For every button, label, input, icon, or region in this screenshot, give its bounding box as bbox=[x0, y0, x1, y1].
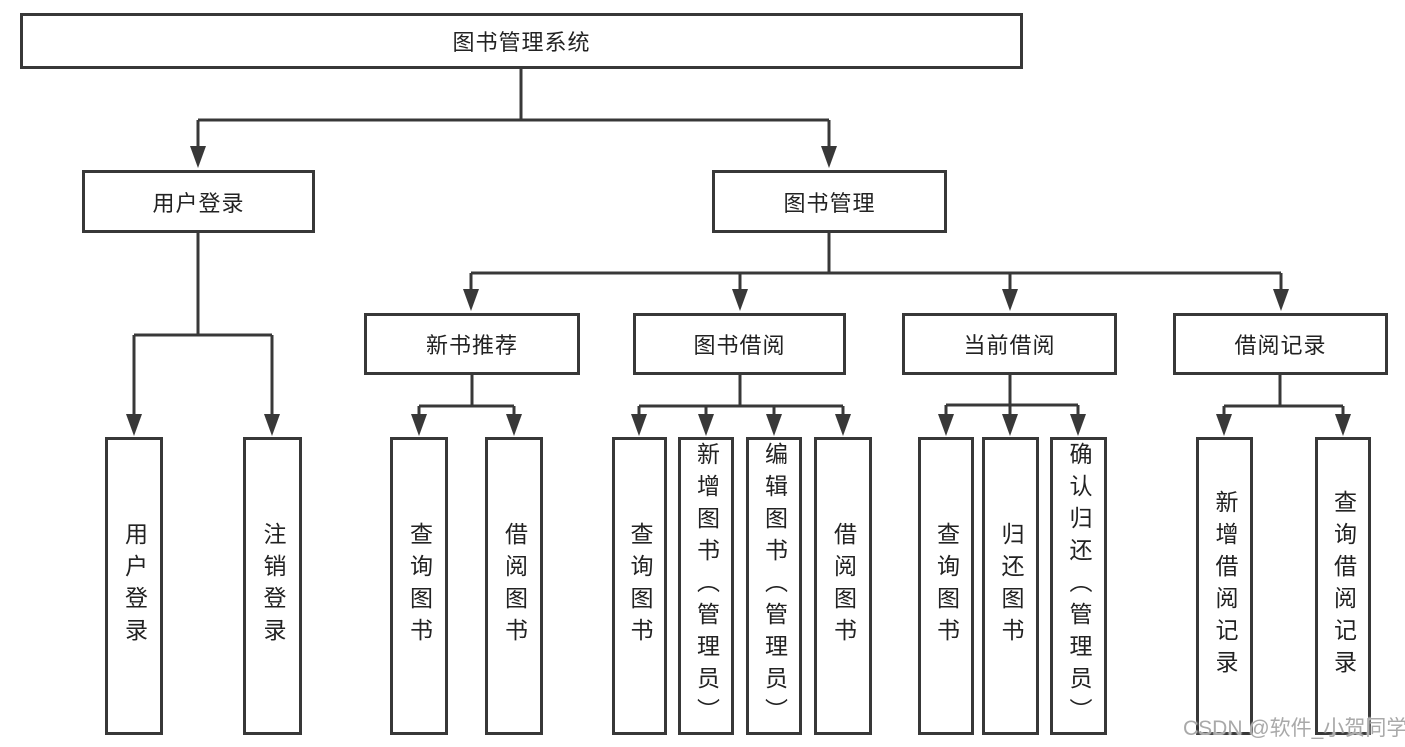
leaf-return-book: 归还图书 bbox=[982, 437, 1039, 735]
leaf-borrow-book: 借阅图书 bbox=[814, 437, 872, 735]
leaf-query-borrow-record: 查询借阅记录 bbox=[1315, 437, 1371, 735]
leaf-query-book-borrow: 查询图书 bbox=[612, 437, 667, 735]
csdn-watermark: CSDN @软件_小贺同学 bbox=[1183, 717, 1405, 740]
leaf-borrow-book-recommend: 借阅图书 bbox=[485, 437, 543, 735]
leaf-confirm-return-admin: 确认归还（管理员） bbox=[1050, 437, 1107, 735]
leaf-add-borrow-record: 新增借阅记录 bbox=[1196, 437, 1253, 735]
node-current-borrow: 当前借阅 bbox=[902, 313, 1117, 375]
leaf-add-book-admin: 新增图书（管理员） bbox=[678, 437, 734, 735]
node-root: 图书管理系统 bbox=[20, 13, 1023, 69]
node-book-management: 图书管理 bbox=[712, 170, 947, 233]
leaf-user-login: 用户登录 bbox=[105, 437, 163, 735]
leaf-edit-book-admin: 编辑图书（管理员） bbox=[746, 437, 802, 735]
leaf-query-book-current: 查询图书 bbox=[918, 437, 974, 735]
node-user-login: 用户登录 bbox=[82, 170, 315, 233]
node-new-book-recommend: 新书推荐 bbox=[364, 313, 580, 375]
node-borrow-records: 借阅记录 bbox=[1173, 313, 1388, 375]
leaf-logout: 注销登录 bbox=[243, 437, 302, 735]
leaf-query-book-recommend: 查询图书 bbox=[390, 437, 448, 735]
node-book-borrow: 图书借阅 bbox=[633, 313, 846, 375]
